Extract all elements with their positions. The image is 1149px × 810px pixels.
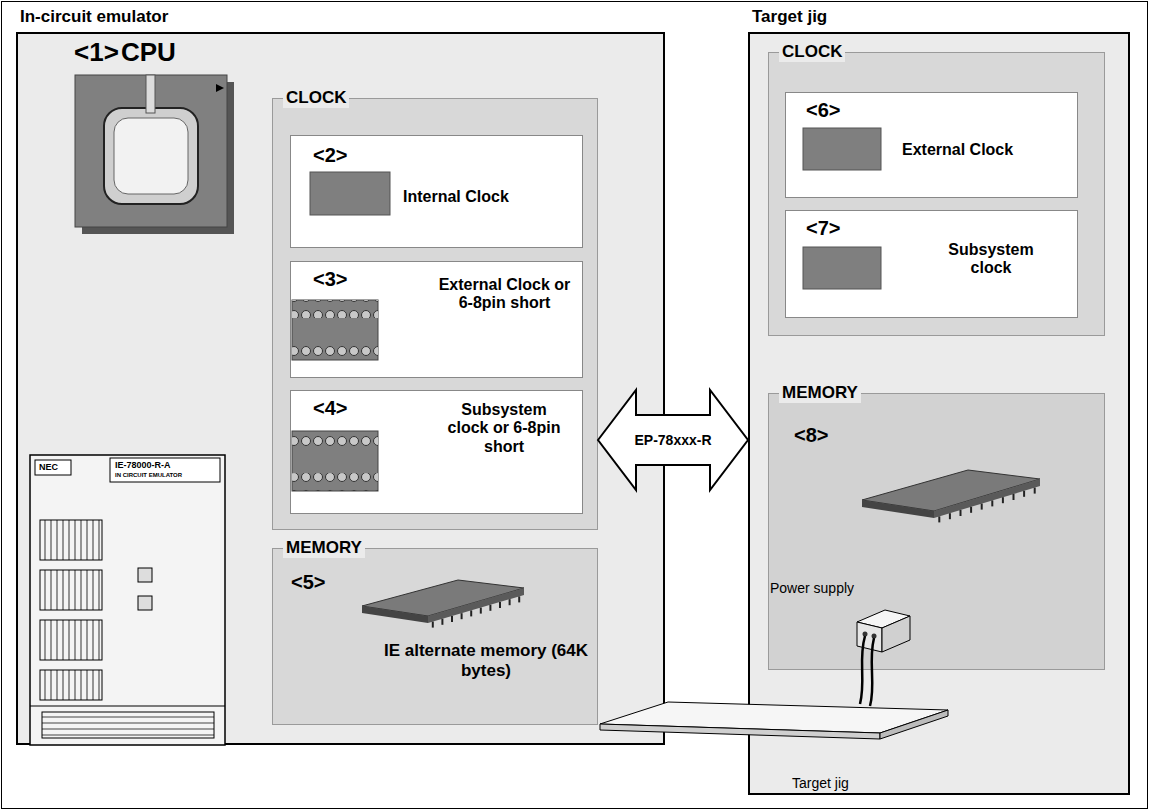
clock-name: Internal Clock — [403, 188, 509, 206]
callout-number: <2> — [313, 144, 347, 167]
part-name: Power supply — [770, 580, 854, 596]
brand-label: NEC — [39, 462, 58, 472]
model-subtitle: IN CIRCUIT EMULATOR — [115, 472, 182, 479]
part-name: CPU — [121, 38, 176, 68]
clock-name: External Clock — [902, 141, 1013, 159]
panel-heading: CLOCK — [779, 42, 845, 62]
panel-heading: CLOCK — [283, 88, 349, 108]
clock-name: External Clock or 6-8pin short — [437, 276, 572, 313]
panel-heading: MEMORY — [779, 383, 861, 403]
clock-name: Subsystem clock or 6-8pin short — [441, 401, 567, 456]
clock-chip — [803, 128, 881, 170]
memory-panel: MEMORY<5>IE alternate memory (64K bytes) — [272, 548, 598, 725]
callout-number: <6> — [806, 99, 840, 122]
memory-name: IE alternate memory (64K bytes) — [383, 641, 589, 680]
connector-label: EP-78xxx-R — [632, 432, 713, 448]
callout-number: <3> — [313, 268, 347, 291]
memory-panel: MEMORY<8> — [768, 393, 1105, 670]
callout-number: <1> — [74, 38, 119, 68]
clock-chip — [803, 247, 881, 289]
callout-number: <8> — [794, 424, 828, 447]
node-heading: In-circuit emulator — [20, 7, 168, 27]
part-name: Target jig — [792, 775, 849, 791]
callout-number: <5> — [291, 571, 325, 594]
clock-socket — [292, 300, 378, 360]
cpu-chip — [75, 75, 234, 234]
model-label: IE-78000-R-A — [115, 460, 171, 470]
clock-panel: CLOCK<6>External Clock<7>Subsystem clock — [768, 52, 1105, 336]
emulator-cabinet — [30, 455, 225, 745]
callout-number: <7> — [806, 217, 840, 240]
node-heading: Target jig — [752, 7, 827, 27]
clock-socket — [292, 431, 378, 491]
callout-number: <4> — [313, 397, 347, 420]
clock-chip — [310, 172, 390, 215]
clock-name: Subsystem clock — [936, 241, 1046, 278]
panel-heading: MEMORY — [283, 538, 365, 558]
